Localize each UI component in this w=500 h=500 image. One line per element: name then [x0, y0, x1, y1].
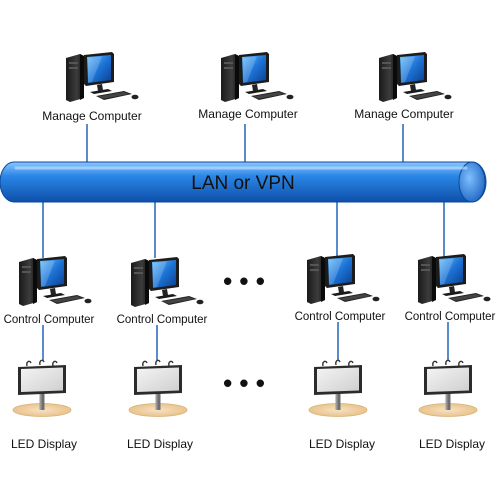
manage-computer-label: Manage Computer: [354, 107, 453, 121]
control-connectors: [42, 200, 445, 258]
led-display-label: LED Display: [419, 437, 485, 451]
manage-connectors: [86, 124, 404, 165]
manage-computer-1: Manage Computer: [42, 52, 142, 123]
control-computer-2: Control Computer: [117, 257, 208, 326]
bus-label: LAN or VPN: [191, 173, 294, 194]
manage-computer-2: Manage Computer: [198, 52, 298, 121]
computer-icon: [66, 52, 139, 102]
control-computer-label: Control Computer: [295, 311, 386, 323]
control-computer-4: Control Computer: [405, 254, 496, 323]
computer-icon: [131, 257, 204, 307]
led-display-3: LED Display: [308, 359, 375, 451]
computer-icon: [19, 256, 92, 306]
control-computer-3: Control Computer: [295, 254, 386, 323]
network-bus: LAN or VPN: [0, 161, 487, 203]
led-display-1: LED Display: [11, 359, 77, 451]
led-display-2: LED Display: [127, 359, 193, 451]
manage-computer-label: Manage Computer: [198, 107, 297, 121]
display-connectors: [42, 322, 449, 360]
computer-icon: [379, 52, 452, 102]
led-panel-icon: [308, 359, 368, 418]
computer-icon: [307, 254, 380, 304]
displays-ellipsis: • • •: [223, 368, 265, 398]
control-computer-label: Control Computer: [4, 314, 95, 326]
computer-icon: [221, 52, 294, 102]
manage-computer-3: Manage Computer: [354, 52, 454, 121]
led-panel-icon: [128, 359, 188, 418]
led-display-label: LED Display: [309, 437, 375, 451]
led-display-4: LED Display: [418, 359, 485, 451]
control-computer-label: Control Computer: [117, 314, 208, 326]
manage-computer-label: Manage Computer: [42, 109, 141, 123]
led-panel-icon: [12, 359, 72, 418]
led-panel-icon: [418, 359, 478, 418]
computer-icon: [418, 254, 491, 304]
led-display-label: LED Display: [11, 437, 77, 451]
bus-cylinder-end-cap: [458, 161, 486, 203]
led-display-label: LED Display: [127, 437, 193, 451]
control-computer-1: Control Computer: [4, 256, 95, 326]
computers-ellipsis: • • •: [223, 266, 265, 296]
control-computer-label: Control Computer: [405, 311, 496, 323]
